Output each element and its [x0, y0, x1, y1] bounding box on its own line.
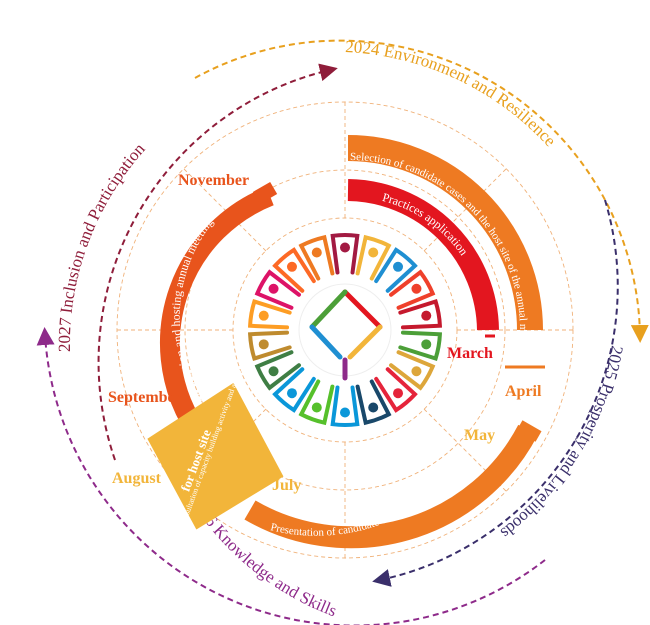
sdg-family-icon-glyph	[393, 388, 404, 399]
presentation-band	[244, 424, 538, 549]
sdg-flower-icon	[355, 379, 392, 426]
sdg-infinity-icon-glyph	[258, 339, 269, 350]
sdg-book-icon	[398, 299, 442, 330]
sdg-flower-icon-glyph	[368, 402, 379, 413]
sdg-eye-icon-glyph	[268, 366, 279, 377]
sdg-city-icon-glyph	[258, 310, 269, 321]
month-august: August	[112, 470, 162, 487]
practices-band	[347, 179, 499, 331]
sdg-heartbeat-icon	[398, 330, 442, 361]
sdg-growth-icon-glyph	[311, 247, 322, 258]
sdg-book-icon-glyph	[421, 310, 432, 321]
sdg-target-icon-glyph	[393, 261, 404, 272]
sdg-factory-icon-glyph	[286, 261, 297, 272]
sdg-fish-icon-glyph	[286, 388, 297, 399]
sdg-icon-ring	[248, 233, 442, 427]
theme-arc-knowledge	[36, 327, 546, 625]
sdg-gender-icon-glyph	[411, 283, 422, 294]
sdg-factory-icon	[272, 247, 316, 293]
month-september: September	[108, 389, 182, 406]
sdg-city-icon	[248, 299, 292, 330]
sdg-bowl-icon-glyph	[411, 366, 422, 377]
preparation-band	[159, 186, 274, 425]
sdg-bowl-icon	[389, 350, 436, 391]
sdg-bird-icon-glyph	[340, 407, 350, 418]
sdg-arrows-icon-glyph	[268, 283, 279, 294]
sdg-growth-icon	[298, 234, 335, 281]
sdg-lightbulb-icon	[355, 234, 392, 281]
sdg-family-icon	[374, 367, 418, 413]
theme-label-environment: 2024 Environment and Resilience	[345, 37, 560, 150]
sdg-chart-icon	[330, 233, 360, 275]
selection-band	[347, 135, 543, 331]
sdg-fish-icon	[272, 367, 316, 413]
month-july: July	[272, 477, 301, 494]
sdg-infinity-icon	[248, 330, 292, 361]
sdg-tree-icon-glyph	[311, 402, 322, 413]
month-march: March	[447, 345, 493, 362]
host-site-box	[147, 382, 284, 530]
sdg-target-icon	[374, 247, 418, 293]
theme-arc-environment	[194, 39, 649, 343]
sdg-arrows-icon	[254, 269, 301, 310]
month-november: November	[178, 172, 249, 189]
sdg-lightbulb-icon-glyph	[368, 247, 379, 258]
sdg-gender-icon	[389, 269, 436, 310]
may-tab	[516, 420, 542, 442]
sdg-bird-icon	[330, 385, 360, 427]
theme-arcs	[36, 39, 649, 625]
november-tab	[252, 181, 278, 205]
theme-arc-inclusion	[97, 63, 338, 461]
theme-arc-prosperity	[372, 199, 619, 587]
central-logo	[298, 283, 392, 381]
sdg-eye-icon	[254, 350, 301, 391]
month-may: May	[464, 427, 495, 444]
sdg-heartbeat-icon-glyph	[421, 339, 432, 350]
month-april: April	[505, 383, 542, 400]
sdg-tree-icon	[298, 379, 335, 426]
sdg-chart-icon-glyph	[340, 242, 350, 253]
